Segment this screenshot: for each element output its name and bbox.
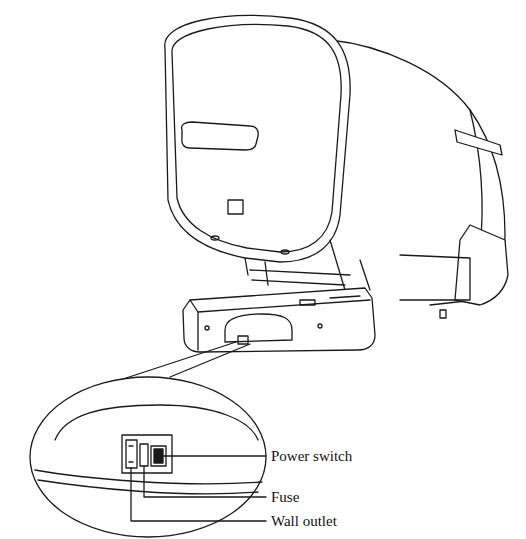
handle-slot	[182, 122, 259, 150]
zoom-line	[120, 342, 250, 380]
frame-bar	[250, 270, 350, 285]
seat-side	[400, 255, 470, 300]
base-detail	[300, 296, 360, 305]
bolt	[318, 324, 322, 328]
caster-hole	[211, 236, 219, 240]
base-recess	[225, 314, 292, 342]
fuse-holder	[140, 444, 148, 466]
part-label: Fuse	[271, 488, 299, 506]
part-label: Power switch	[271, 447, 352, 465]
socket-pin	[129, 446, 133, 462]
rear-label	[228, 200, 243, 214]
base-edge	[190, 300, 370, 350]
frame-strut	[245, 240, 370, 290]
leader-line	[131, 468, 266, 521]
panel-marker	[238, 336, 248, 344]
backrest-shell	[165, 16, 350, 262]
leader-line	[163, 455, 266, 456]
bolt	[205, 326, 209, 330]
caster-hole	[281, 250, 289, 254]
backrest-inner	[172, 24, 341, 252]
part-label: Wall outlet	[271, 512, 337, 530]
base-edge	[38, 480, 258, 494]
rocker	[154, 449, 163, 463]
foot	[440, 310, 446, 318]
detail-inset	[30, 377, 266, 537]
power-panel	[122, 435, 172, 473]
armrest-handle	[455, 130, 502, 155]
leg-rest	[455, 225, 508, 305]
leader-line	[144, 466, 266, 497]
base	[183, 288, 375, 352]
wall-outlet-socket	[126, 440, 137, 468]
